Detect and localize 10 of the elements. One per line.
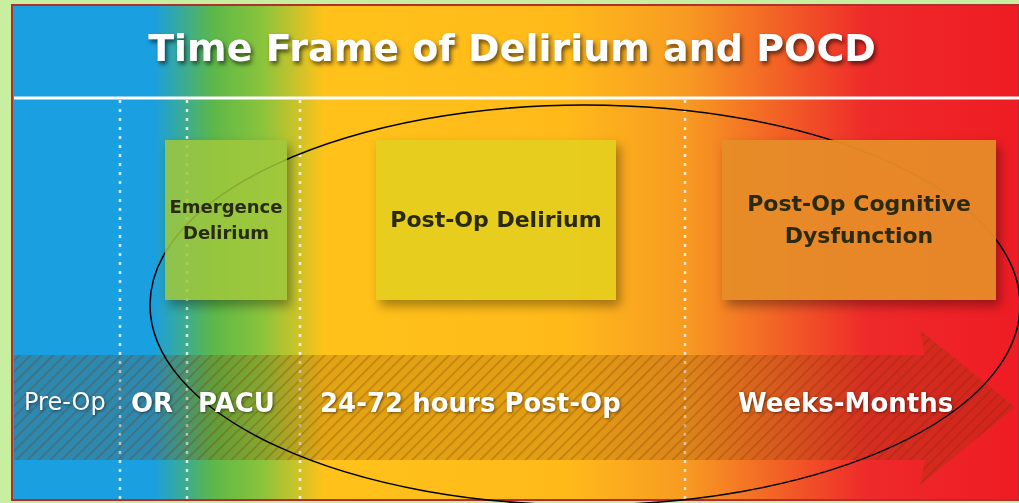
timeline-label: Weeks-Months xyxy=(738,388,954,418)
stage-label: Emergence Delirium xyxy=(169,194,283,245)
stage-box xyxy=(165,140,287,300)
timeline-label: 24-72 hours Post-Op xyxy=(320,388,621,418)
timeline-label: OR xyxy=(131,388,174,418)
stage-label: Post-Op Cognitive Dysfunction xyxy=(746,190,972,250)
stage-box xyxy=(376,140,616,300)
timeline-label: Pre-Op xyxy=(24,388,106,416)
stage-box xyxy=(722,140,996,300)
stage-label: Post-Op Delirium xyxy=(390,206,602,235)
